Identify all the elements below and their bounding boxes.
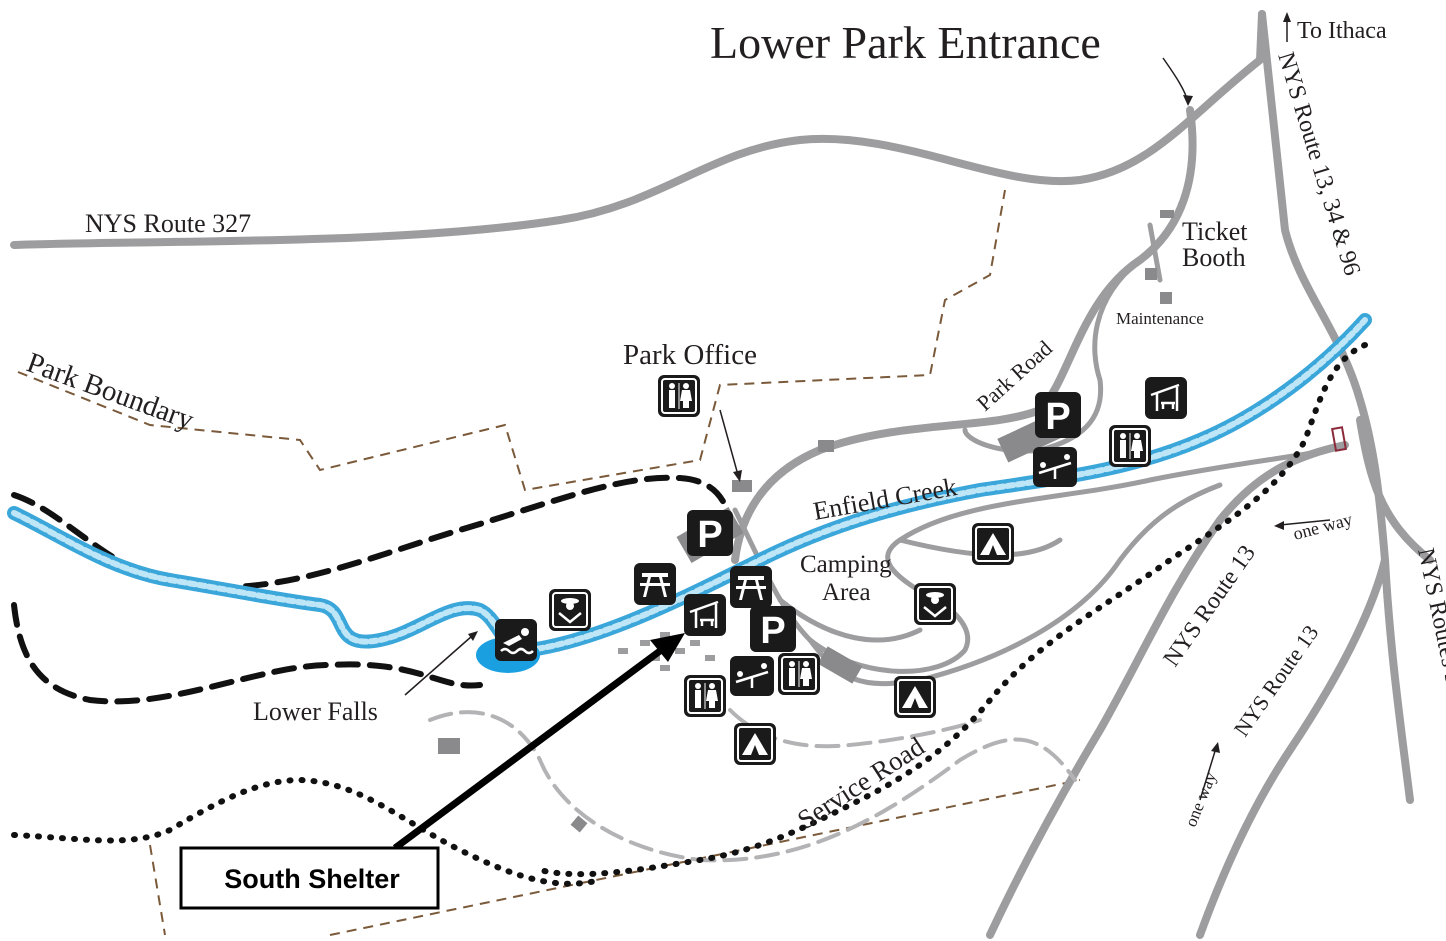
park-office-building [732,480,752,492]
label-camping-area-line2: Area [822,579,871,606]
camping-icon [972,523,1014,565]
ithaca-arrow-icon [1283,12,1291,42]
parking-icon: P [750,606,796,652]
camping-icon [894,676,936,718]
road-nys-route-327 [10,10,1266,249]
label-ticket-booth-line1: Ticket [1182,217,1248,246]
ticket-booth-building [1160,210,1174,218]
label-park-office: Park Office [623,339,757,371]
label-nys-route-327: NYS Route 327 [85,209,251,238]
south-shelter-pointer-arrow [392,633,685,851]
label-service-road: Service Road [792,731,930,835]
road-maintenance-spur [1147,222,1163,283]
restroom-icon [684,675,726,717]
playground-icon [1033,447,1077,487]
label-lower-falls: Lower Falls [253,697,378,726]
parking-label: P [760,610,785,652]
restroom-icon [1109,425,1151,467]
road-nys-route-13-north [986,441,1349,939]
lower-falls-pointer-arrow [404,631,478,696]
picnic-table-icon [730,566,772,608]
park-office-pointer-arrow [719,409,742,482]
parking-icon: P [1035,392,1081,438]
label-nys-routes-34-96: NYS Routes 34 & 96 [1412,546,1446,752]
label-maintenance: Maintenance [1116,309,1204,328]
label-lower-park-entrance: Lower Park Entrance [710,17,1101,68]
building-service-2 [570,815,588,833]
label-south-shelter: South Shelter [224,864,400,894]
park-boundary-line-south [149,779,1081,936]
parking-lot-camp [817,646,863,684]
camping-icon [734,723,776,765]
maintenance-building-1 [1145,268,1157,280]
label-ticket-booth-line2: Booth [1182,243,1246,272]
shelter-icon [684,594,726,636]
parking-icon: P [687,510,733,556]
label-one-way-upper: one way [1291,509,1355,544]
trail-dotted-north [537,342,1368,878]
label-one-way-lower: one way [1181,769,1220,830]
label-park-boundary: Park Boundary [23,347,199,437]
road-service [428,710,1077,863]
label-to-ithaca: To Ithaca [1297,18,1387,44]
building-service [438,738,460,754]
gate-marker [1331,426,1347,452]
trail-south-rim [11,602,483,705]
ranger-icon [914,583,956,625]
south-shelter-box [179,846,440,910]
restroom-icon [778,653,820,695]
road-camping-south [807,482,1223,687]
parking-label: P [697,514,722,556]
label-nys-route-13-a: NYS Route 13 [1159,541,1261,672]
playground-icon [730,656,774,696]
road-nys-route-13-south [1196,556,1389,939]
ranger-icon [549,589,591,631]
swimming-icon [495,619,537,661]
parking-label: P [1045,396,1070,438]
south-shelter-callout: South Shelter [179,846,440,910]
trail-dotted-south [11,776,603,887]
one-way-arrow-lower-icon [1199,742,1220,801]
entrance-pointer-arrow [1162,57,1193,106]
label-camping-area-line1: Camping [800,551,892,578]
one-way-arrow-upper-icon [1274,519,1331,530]
shelter-icon [1145,377,1187,419]
road-park-loop [962,257,1143,454]
restroom-icon [658,375,700,417]
road-nys-routes-34-96 [1356,416,1434,564]
picnic-table-icon [634,563,676,605]
building-small [818,440,834,452]
maintenance-building-2 [1160,292,1172,304]
